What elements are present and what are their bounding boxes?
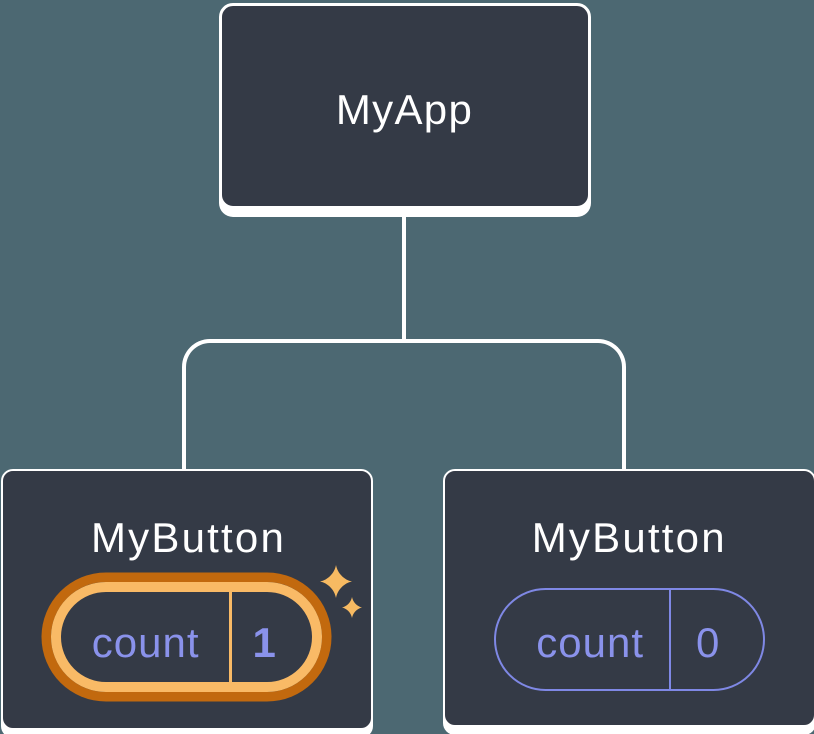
sparkle-icon-small bbox=[342, 597, 362, 618]
child-node-2-label: MyButton bbox=[531, 513, 727, 561]
state-value: 1 bbox=[252, 619, 276, 666]
root-node-label: MyApp bbox=[335, 86, 474, 133]
state-name: count bbox=[536, 618, 644, 666]
state-name: count bbox=[91, 619, 200, 666]
child-node-mybutton-1: MyButton count 1 bbox=[0, 468, 373, 730]
state-value: 0 bbox=[696, 618, 720, 666]
state-pill-highlighted: count 1 bbox=[50, 582, 322, 692]
child-node-mybutton-2: MyButton count 0 bbox=[443, 468, 814, 727]
root-node-myapp: MyApp bbox=[218, 3, 591, 209]
child-node-1-label: MyButton bbox=[90, 513, 286, 561]
connector-root-stem bbox=[401, 210, 406, 343]
pill-divider bbox=[669, 590, 671, 689]
pill-divider bbox=[228, 592, 232, 682]
sparkle-icon-big bbox=[320, 565, 352, 598]
connector-branch bbox=[181, 339, 627, 470]
state-pill-plain: count 0 bbox=[494, 588, 765, 691]
